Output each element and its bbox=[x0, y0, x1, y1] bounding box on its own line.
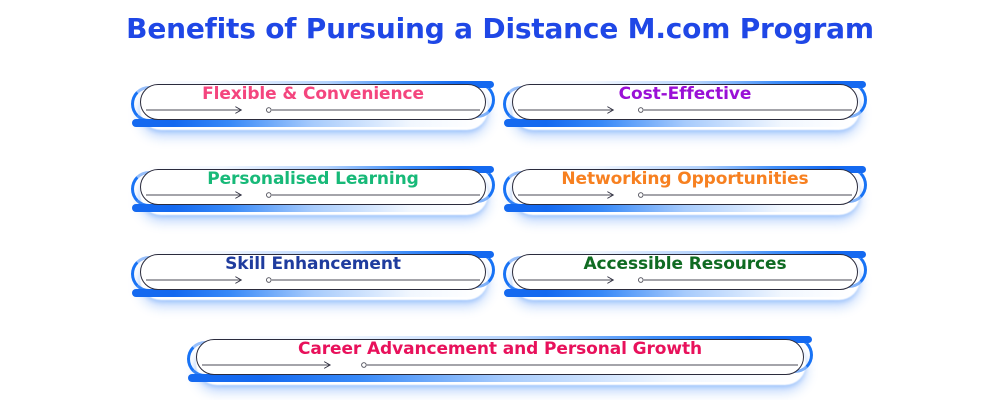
card-accent-bottom bbox=[504, 289, 852, 297]
benefit-label: Flexible & Convenience bbox=[202, 84, 424, 104]
card-accent-bottom bbox=[132, 119, 480, 127]
card-body bbox=[512, 84, 858, 120]
benefit-card-accessible-resources[interactable]: Accessible Resources bbox=[503, 248, 867, 300]
card-body bbox=[140, 254, 486, 290]
benefit-card-career-advancement[interactable]: Career Advancement and Personal Growth bbox=[187, 333, 813, 385]
benefit-card-cost-effective[interactable]: Cost-Effective bbox=[503, 78, 867, 130]
card-accent-bottom bbox=[188, 374, 798, 382]
card-body bbox=[140, 169, 486, 205]
card-accent-bottom bbox=[132, 204, 480, 212]
benefit-card-personalised-learning[interactable]: Personalised Learning bbox=[131, 163, 495, 215]
card-accent-bottom bbox=[504, 119, 852, 127]
card-body bbox=[196, 339, 804, 375]
card-body bbox=[512, 254, 858, 290]
benefit-card-skill-enhancement[interactable]: Skill Enhancement bbox=[131, 248, 495, 300]
card-body bbox=[140, 84, 486, 120]
card-accent-bottom bbox=[132, 289, 480, 297]
card-body bbox=[512, 169, 858, 205]
benefit-card-flexible-convenience[interactable]: Flexible & Convenience bbox=[131, 78, 495, 130]
benefit-label: Skill Enhancement bbox=[225, 254, 401, 274]
benefit-label: Cost-Effective bbox=[618, 84, 752, 104]
benefit-label: Personalised Learning bbox=[207, 169, 419, 189]
card-accent-bottom bbox=[504, 204, 852, 212]
benefit-card-networking-opportunities[interactable]: Networking Opportunities bbox=[503, 163, 867, 215]
page-title: Benefits of Pursuing a Distance M.com Pr… bbox=[126, 12, 874, 45]
benefit-label: Career Advancement and Personal Growth bbox=[298, 339, 702, 359]
benefit-label: Accessible Resources bbox=[583, 254, 787, 274]
benefit-label: Networking Opportunities bbox=[561, 169, 809, 189]
